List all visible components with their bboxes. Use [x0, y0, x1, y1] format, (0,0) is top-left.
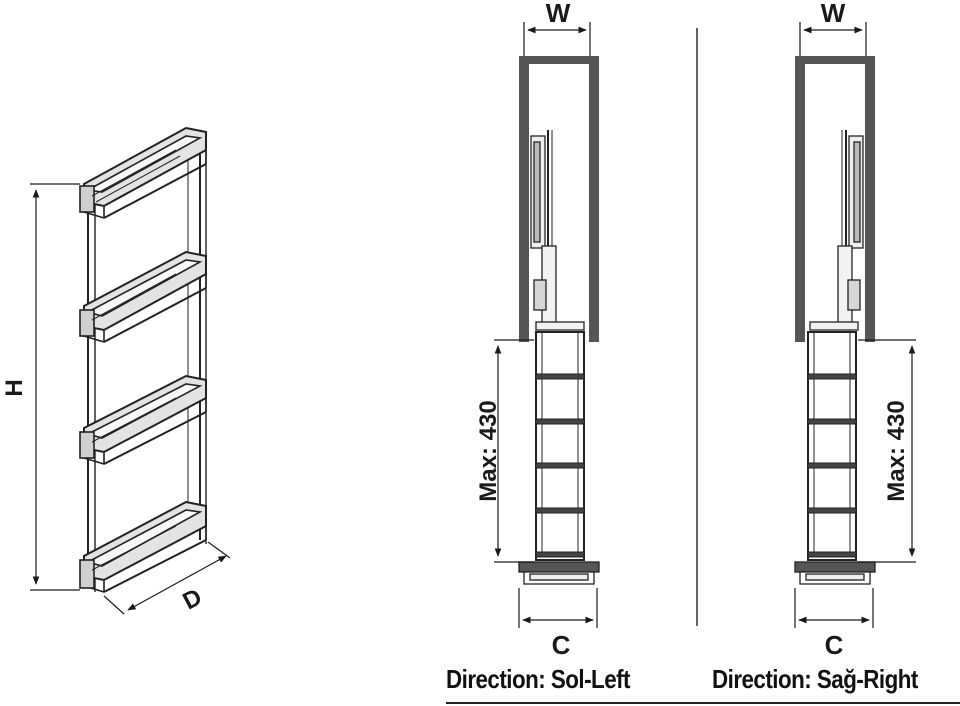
- width-dimension-left: [523, 22, 591, 56]
- basket-unit-3d: [79, 126, 207, 593]
- depth-label: D: [178, 583, 206, 615]
- clearance-dimension-left: [518, 588, 598, 628]
- height-dimension: [30, 183, 80, 591]
- direction-caption-left: Direction: Sol-Left: [446, 664, 631, 694]
- height-label: H: [1, 379, 28, 396]
- basket-tier-1: [79, 126, 207, 219]
- max-extension-label-right: Max: 430: [883, 400, 910, 501]
- footer-rule: [446, 702, 960, 704]
- cabinet-frame-right: [795, 56, 875, 342]
- width-label-left: W: [546, 0, 571, 28]
- direction-caption-right: Direction: Sağ-Right: [712, 664, 918, 694]
- basket-tier-2: [79, 250, 207, 343]
- clearance-dimension-right: [794, 588, 874, 628]
- basket-column-right: [807, 331, 857, 561]
- front-view-left: W: [475, 0, 600, 660]
- base-plinth-right: [794, 561, 876, 585]
- basket-column-left: [535, 331, 585, 561]
- cabinet-frame-left: [519, 56, 599, 342]
- clearance-label-left: C: [552, 630, 571, 660]
- front-view-right: W: [794, 0, 916, 660]
- max-extension-dimension-left: [494, 339, 534, 563]
- basket-tier-3: [79, 374, 207, 465]
- width-label-right: W: [821, 0, 846, 28]
- width-dimension-right: [799, 22, 867, 56]
- base-plinth-left: [518, 561, 600, 585]
- clearance-label-right: C: [825, 630, 844, 660]
- max-extension-dimension-right: [858, 339, 916, 563]
- pullout-mechanism-right: [809, 130, 864, 331]
- depth-dimension: [103, 541, 231, 615]
- max-extension-label-left: Max: 430: [475, 400, 502, 501]
- basket-tier-4: [79, 500, 207, 593]
- pullout-mechanism-left: [530, 130, 585, 331]
